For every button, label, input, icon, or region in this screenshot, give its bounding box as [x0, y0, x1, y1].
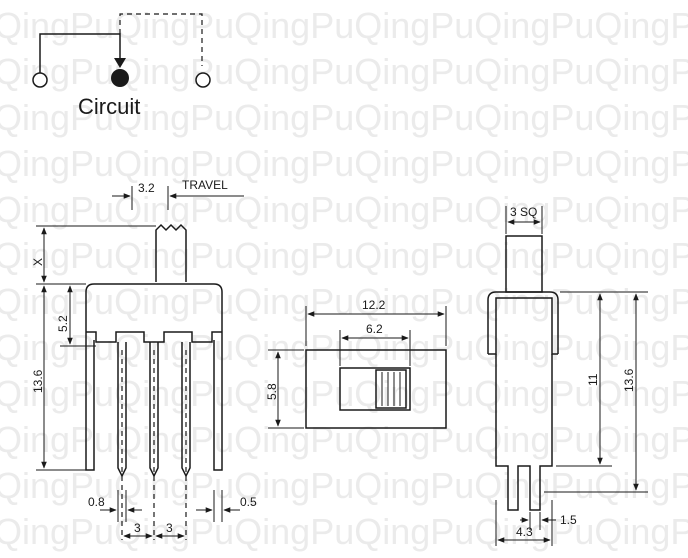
mount-leg-right: [213, 332, 223, 471]
actuator-knob: [155, 223, 187, 282]
terminal-right-icon: [195, 72, 211, 88]
dim-0-5: 0.5: [240, 495, 257, 509]
dim-5-2: 5.2: [56, 315, 70, 332]
circuit-symbol: Circuit: [32, 13, 211, 119]
side-actuator: [505, 235, 543, 293]
side-housing-top: [487, 291, 559, 354]
terminal-left-icon: [32, 72, 48, 88]
circuit-caption: Circuit: [78, 94, 140, 119]
dim-3-a: 3: [134, 521, 141, 535]
dim-5-8: 5.8: [265, 383, 279, 400]
slider-window: [339, 367, 411, 411]
side-housing-inner: [488, 297, 558, 355]
slider-knob: [375, 369, 407, 409]
side-view: 3 SQ 11 13.6 4.3 1.5: [487, 205, 648, 546]
housing-base: [86, 331, 222, 343]
x-label: X: [31, 258, 45, 266]
switch-lever-line: [39, 33, 121, 76]
dim-13-6-left: 13.6: [31, 369, 45, 393]
front-view: 3.2 TRAVEL X 5.2 13.6 0.8: [31, 178, 257, 540]
side-body-and-pins: [495, 354, 553, 511]
dim-3-b: 3: [166, 521, 173, 535]
dim-6-2: 6.2: [366, 322, 383, 336]
mount-leg-left: [85, 332, 95, 471]
housing-body: [85, 283, 223, 332]
dim-1-5: 1.5: [560, 513, 577, 527]
alternate-position-line: [119, 13, 203, 66]
dim-0-8: 0.8: [88, 495, 105, 509]
terminal-common-icon: [111, 69, 129, 87]
dim-12-2: 12.2: [362, 298, 386, 312]
travel-value: 3.2: [138, 181, 155, 195]
dim-11: 11: [586, 373, 600, 386]
switch-arrow-icon: [114, 58, 126, 68]
top-housing: [305, 349, 447, 429]
top-view: 12.2 6.2 5.8: [265, 298, 447, 429]
travel-label: TRAVEL: [182, 178, 228, 192]
dim-3-sq: 3 SQ: [510, 205, 537, 219]
dim-4-3: 4.3: [516, 525, 533, 539]
dim-13-6-right: 13.6: [622, 368, 636, 392]
